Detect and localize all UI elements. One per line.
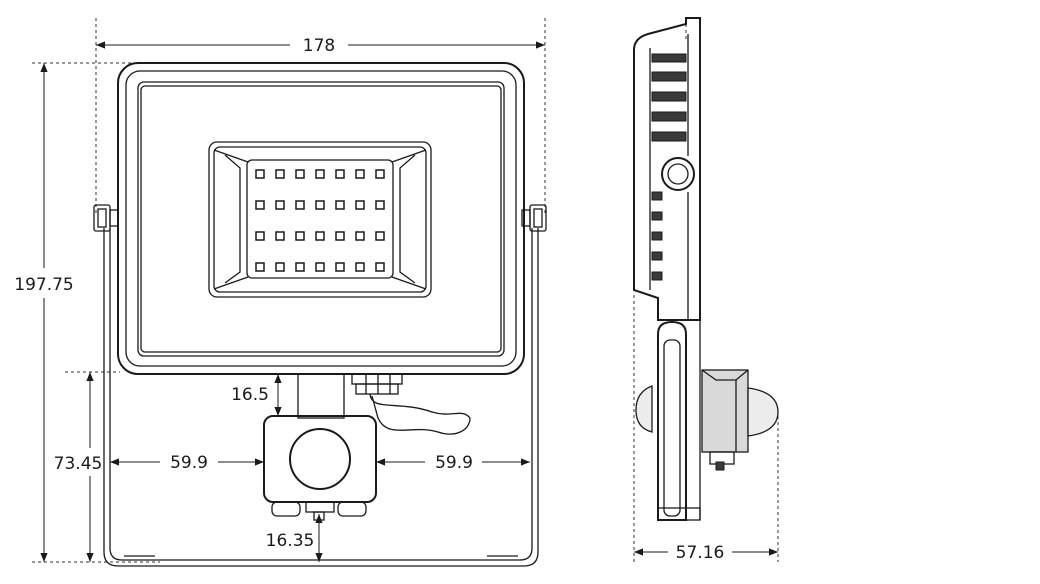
sensor-cap-left (635, 385, 653, 433)
housing-bezel (137, 81, 505, 357)
led-chip (375, 262, 385, 272)
right-offset-label: 59.9 (435, 453, 473, 473)
led-chip (255, 169, 265, 179)
led-chip (335, 169, 345, 179)
led-chip (315, 231, 325, 241)
power-cable (369, 393, 471, 435)
led-chip (375, 169, 385, 179)
led-chip (275, 200, 285, 210)
side-view: 57.16 (633, 17, 779, 563)
side-sensor-body (701, 369, 749, 453)
led-chip (295, 200, 305, 210)
led-chip (355, 169, 365, 179)
led-chip (315, 169, 325, 179)
sensor-stem (297, 373, 345, 419)
depth-dimension-label: 57.16 (676, 543, 725, 563)
led-board (246, 159, 394, 279)
led-chip (375, 200, 385, 210)
bolt-right (521, 204, 547, 232)
pivot-bolt-outer (661, 157, 695, 191)
led-chip (255, 262, 265, 272)
led-chip (295, 262, 305, 272)
side-sensor-lens (747, 387, 779, 437)
led-chip (335, 200, 345, 210)
bracket-height-label: 73.45 (54, 454, 103, 474)
led-chip (315, 262, 325, 272)
width-dimension-label: 178 (303, 36, 335, 56)
led-chip (335, 231, 345, 241)
led-chip (355, 200, 365, 210)
led-chip (275, 231, 285, 241)
sensor-lens (289, 428, 351, 490)
led-chip (295, 169, 305, 179)
housing-inner (125, 70, 517, 367)
height-dimension-label: 197.75 (14, 275, 73, 295)
heat-sink-fins (651, 53, 687, 281)
sensor-bottom-label: 16.35 (266, 531, 315, 551)
led-chip (315, 200, 325, 210)
front-view: 178 197.75 73.45 (14, 18, 547, 567)
led-chip (355, 262, 365, 272)
led-module-outer (208, 141, 432, 298)
front-glass (140, 85, 502, 353)
pivot-bolt-inner (667, 163, 689, 185)
led-module-frame (213, 146, 427, 293)
led-chip (275, 262, 285, 272)
led-grid (255, 169, 385, 272)
led-chip (375, 231, 385, 241)
led-chip (335, 262, 345, 272)
housing-outer (117, 62, 525, 375)
sensor-gap-label: 16.5 (231, 385, 269, 405)
side-bracket-arm (657, 320, 687, 521)
led-chip (255, 231, 265, 241)
led-chip (275, 169, 285, 179)
led-chip (355, 231, 365, 241)
bolt-left (93, 204, 119, 232)
cable-gland (351, 373, 403, 395)
led-chip (295, 231, 305, 241)
led-chip (255, 200, 265, 210)
side-housing (633, 17, 701, 321)
left-offset-label: 59.9 (170, 453, 208, 473)
